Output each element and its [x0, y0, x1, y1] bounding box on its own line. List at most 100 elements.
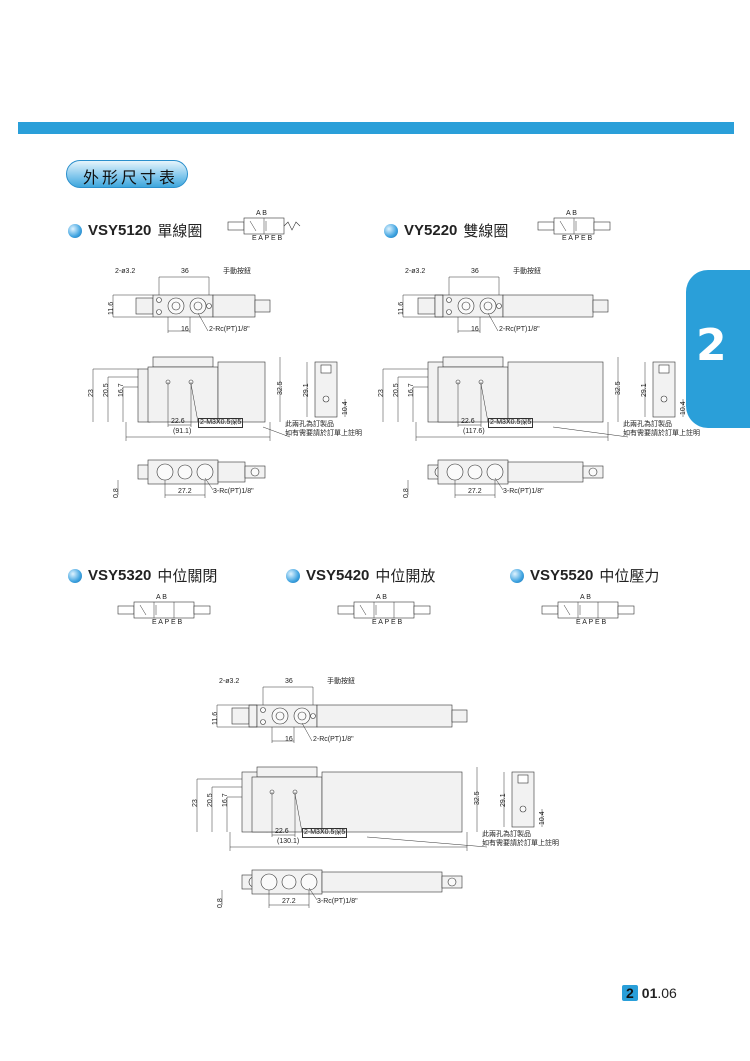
label-height-0-8: 0.8: [217, 898, 224, 908]
header-bar: [18, 122, 734, 134]
port-circle: [275, 711, 285, 721]
label-port-2rc: 2-Rc(PT)1/8": [499, 326, 540, 333]
label-holes: 2-ø3.2: [219, 678, 240, 685]
label-h167: 16.7: [118, 383, 125, 397]
port-circle: [300, 873, 318, 891]
label-height-32-5: 32.5: [615, 381, 622, 395]
solenoid-right: [217, 361, 266, 423]
solenoid-right: [316, 704, 453, 728]
label-pitch-16: 16: [181, 326, 189, 333]
port-circle: [297, 711, 307, 721]
mount-hole: [496, 303, 502, 309]
valve-body-front: [147, 366, 219, 423]
side-connector: [320, 364, 332, 374]
flow-arrow: [139, 604, 147, 616]
bullet-icon: [286, 568, 300, 583]
label-pitch-22-6: 22.6: [171, 418, 185, 425]
bullet-icon: [384, 223, 398, 238]
port-circle: [461, 301, 471, 311]
solenoid-right: [321, 771, 463, 833]
chapter-tab-number: 2: [696, 320, 727, 371]
label-total-length: (117.6): [463, 428, 485, 435]
connector: [451, 709, 468, 723]
solenoid-symbol: [413, 605, 431, 615]
port-circle: [447, 877, 457, 887]
valve-body-front: [251, 776, 323, 833]
label-height-10-4: 10.4: [539, 811, 546, 825]
label-h23: 23: [378, 389, 385, 397]
symbol-ports-top: A B: [566, 210, 577, 217]
connector: [592, 299, 609, 313]
leader-line: [190, 383, 199, 423]
solenoid-symbol: [117, 605, 135, 615]
note-custom-holes: 此兩孔為訂製品: [482, 831, 531, 838]
port-circle: [483, 301, 493, 311]
port-circle: [486, 463, 504, 481]
label-pitch-27-2: 27.2: [282, 898, 296, 905]
port-circle: [250, 467, 260, 477]
spring-symbol: [283, 221, 301, 231]
label-h205: 20.5: [393, 383, 400, 397]
label-height-29-1: 29.1: [303, 383, 310, 397]
solenoid-left: [434, 294, 444, 318]
port-circle: [588, 467, 598, 477]
label-holes: 2-ø3.2: [115, 268, 136, 275]
note-order-instruction: 如有需要請於訂單上註明: [482, 840, 559, 847]
label-height-32-5: 32.5: [474, 791, 481, 805]
solenoid-bottom: [321, 871, 443, 893]
chapter-tab: 2: [686, 270, 750, 428]
label-total-length: (130.1): [277, 838, 300, 845]
port-circle: [467, 464, 483, 480]
label-height-0-8: 0.8: [113, 488, 120, 498]
page-number-rest: .06: [657, 985, 677, 1001]
mount-hole: [206, 303, 212, 309]
model-name: VSY5420: [306, 567, 370, 584]
label-manual-button: 手動按鈕: [223, 268, 251, 275]
bullet-icon: [68, 568, 82, 583]
label-port-3rc: 3-Rc(PT)1/8": [503, 488, 544, 495]
label-port-2rc: 2-Rc(PT)1/8": [313, 736, 354, 743]
port-circle: [193, 301, 203, 311]
model-name: VSY5520: [530, 567, 594, 584]
port-circle: [446, 463, 464, 481]
end-cap: [417, 297, 436, 315]
port-circle: [260, 873, 278, 891]
mount-hole: [446, 297, 452, 303]
label-h23: 23: [88, 389, 95, 397]
side-view: [652, 361, 676, 418]
label-port-3rc: 3-Rc(PT)1/8": [317, 898, 358, 905]
solenoid-symbol: [541, 605, 559, 615]
side-view: [314, 361, 338, 418]
label-height-10-4: 10.4: [342, 401, 349, 415]
solenoid-symbol: [337, 605, 355, 615]
page-chapter: 2: [622, 985, 638, 1001]
leader-line: [204, 477, 214, 491]
leader-line: [301, 722, 313, 742]
label-height-11-6: 11.6: [108, 301, 115, 315]
mount-hole: [260, 707, 266, 713]
label-pitch-22-6: 22.6: [461, 418, 475, 425]
leader-line: [487, 312, 499, 332]
page-number-bold: 01: [641, 985, 658, 1001]
label-height-0-8: 0.8: [403, 488, 410, 498]
solenoid-symbol: [617, 605, 635, 615]
solenoid-symbol: [227, 221, 245, 231]
leader-line: [480, 383, 489, 423]
symbol-ports-bottom: E A P E B: [152, 619, 183, 626]
section-title: 外形尺寸表: [83, 170, 179, 187]
leader-line: [308, 887, 318, 901]
label-height-32-5: 32.5: [277, 381, 284, 395]
symbol-ports-bottom: E A P E B: [252, 235, 283, 242]
valve-top-block: [152, 356, 214, 368]
flow-arrow: [563, 604, 571, 616]
leader-line: [552, 426, 629, 438]
bullet-icon: [68, 223, 82, 238]
label-holes: 2-ø3.2: [405, 268, 426, 275]
symbol-ports-top: A B: [156, 594, 167, 601]
port-circle: [177, 464, 193, 480]
label-pitch-36: 36: [471, 268, 479, 275]
